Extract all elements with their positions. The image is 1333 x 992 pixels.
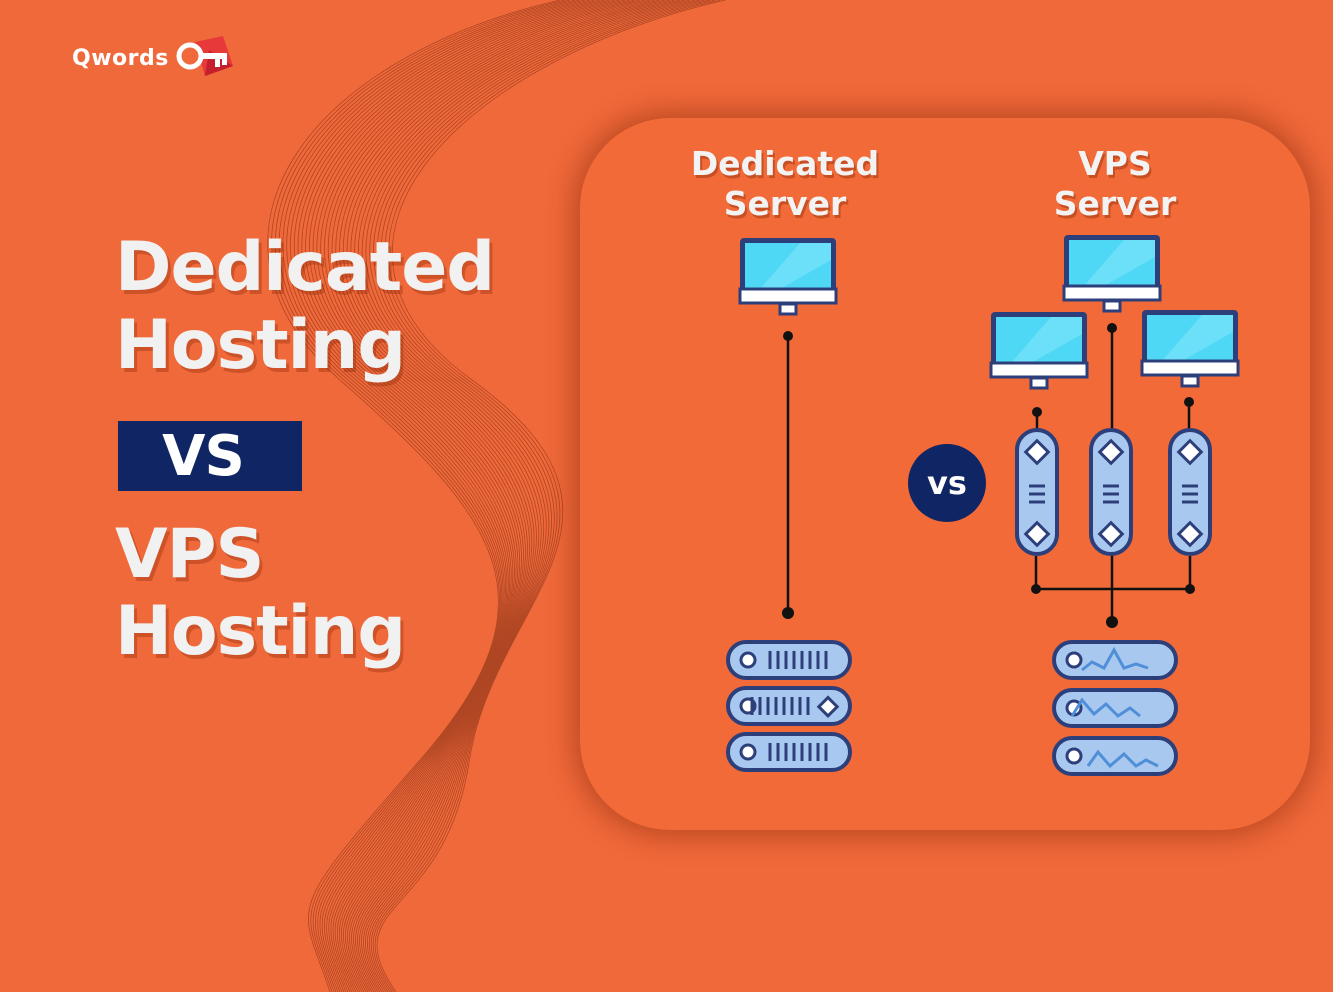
vps-monitor-left-icon (989, 310, 1089, 390)
vs-banner-text: VS (162, 423, 245, 489)
key-icon (176, 36, 233, 76)
vps-server-rack-icon (1052, 640, 1178, 776)
vs-banner: VS (118, 421, 302, 491)
dedicated-server-rack-icon (726, 640, 852, 772)
headline-hosting-2: Hosting (115, 592, 406, 671)
brand-name: Qwords (72, 45, 169, 71)
vps-container-icon (1015, 428, 1212, 556)
headline-hosting-1: Hosting (115, 306, 406, 385)
dedicated-server-title: Dedicated Server (690, 144, 880, 223)
vs-badge-text: vs (927, 464, 967, 502)
vps-server-title: VPS Server (1053, 144, 1177, 223)
qwords-logo[interactable]: Qwords (72, 36, 235, 80)
headline-dedicated: Dedicated (115, 228, 495, 307)
vps-monitor-right-icon (1140, 308, 1240, 388)
vs-badge: vs (908, 444, 986, 522)
vps-main-monitor-icon (1062, 233, 1162, 313)
dedicated-monitor-icon (738, 236, 838, 316)
headline-vps: VPS (115, 515, 264, 594)
